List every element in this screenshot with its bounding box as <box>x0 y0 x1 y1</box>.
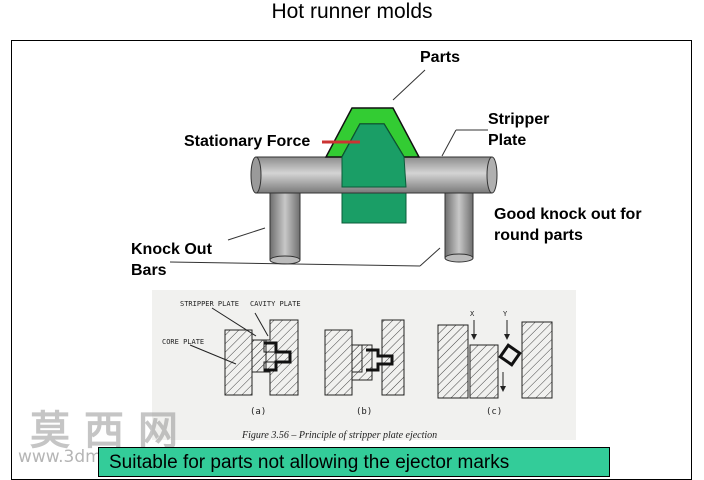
knock-out-bar-left <box>269 187 301 265</box>
label-parts: Parts <box>420 49 461 66</box>
figure-panel-c <box>437 320 553 399</box>
fig-label-b: (b) <box>356 407 372 417</box>
label-good-knock-out: Good knock out for round parts <box>494 206 642 244</box>
fig-label-y: Y <box>503 310 508 318</box>
fig-label-c: (c) <box>486 407 502 417</box>
fig-label-cavity-plate: CAVITY PLATE <box>250 300 301 308</box>
figure-panel-a <box>189 307 299 396</box>
figure-panel-b <box>324 319 405 396</box>
fig-label-core-plate: CORE PLATE <box>162 338 204 346</box>
mold-diagram: STRIPPER PLATE CAVITY PLATE CORE PLATE X… <box>152 69 576 440</box>
label-stripper-plate: Stripper Plate <box>488 111 550 149</box>
watermark-logo: 莫西网 <box>30 407 192 454</box>
core-top <box>341 123 407 188</box>
figure-stripper-ejection: STRIPPER PLATE CAVITY PLATE CORE PLATE X… <box>152 290 576 440</box>
label-stationary-force: Stationary Force <box>184 133 311 150</box>
label-knock-out-bars: Knock Out Bars <box>131 241 212 279</box>
fig-label-x: X <box>470 310 475 318</box>
leader-stripper-2 <box>441 129 457 157</box>
leader-ko-1 <box>227 227 266 241</box>
fig-label-stripper-plate: STRIPPER PLATE <box>180 300 239 308</box>
leader-ko-2 <box>169 261 421 267</box>
fig-label-a: (a) <box>250 407 266 417</box>
summary-banner: Suitable for parts not allowing the ejec… <box>98 447 610 477</box>
figure-caption: Figure 3.56 – Principle of stripper plat… <box>242 430 438 441</box>
leader-parts <box>392 69 426 101</box>
page-title: Hot runner molds <box>271 0 433 23</box>
knock-out-bar-right <box>444 187 474 263</box>
leader-ko-3 <box>419 247 441 267</box>
